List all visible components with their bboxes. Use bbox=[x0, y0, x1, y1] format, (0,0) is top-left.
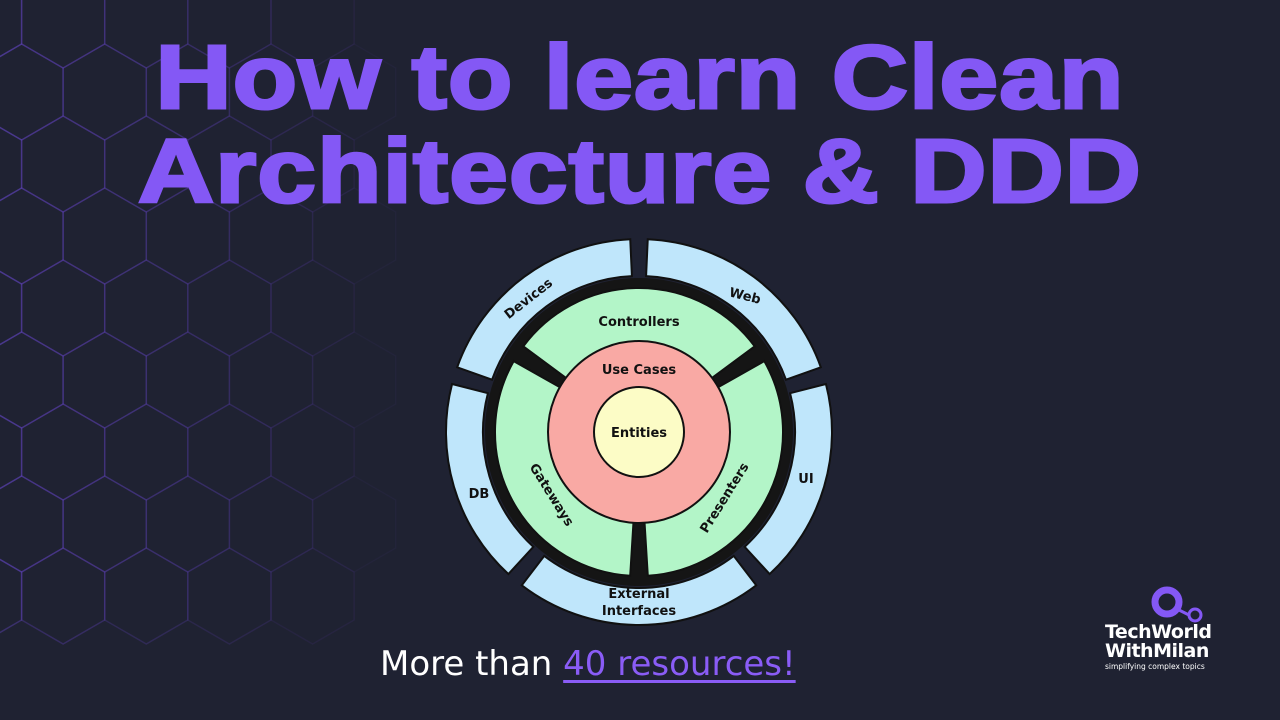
label-entities: Entities bbox=[611, 426, 667, 441]
resources-link[interactable]: 40 resources! bbox=[563, 644, 796, 684]
hexagon-outline bbox=[311, 187, 397, 285]
hexagon-outline bbox=[228, 331, 314, 429]
hexagon-outline bbox=[20, 259, 106, 357]
hexagon-outline bbox=[0, 0, 23, 58]
hexagon-outline bbox=[103, 259, 189, 357]
label-controllers: Controllers bbox=[598, 315, 679, 330]
hexagon-outline bbox=[311, 475, 397, 573]
hexagon-outline bbox=[103, 0, 189, 69]
hexagon-outline bbox=[270, 115, 355, 213]
label-interfaces: Interfaces bbox=[602, 604, 676, 619]
label-db: DB bbox=[469, 487, 490, 502]
hexagon-outline bbox=[103, 403, 189, 501]
segment-web bbox=[645, 238, 823, 381]
hexagon-outline bbox=[62, 187, 148, 285]
hexagon-outline bbox=[228, 43, 314, 141]
logo-line-1: TechWorld bbox=[1105, 621, 1212, 643]
segment-ui bbox=[743, 382, 833, 576]
hexagon-outline bbox=[0, 558, 23, 634]
hexagon-outline bbox=[270, 0, 355, 69]
hexagon-outline bbox=[103, 547, 189, 645]
hexagon-outline bbox=[0, 126, 23, 202]
hexagon-outline bbox=[270, 403, 355, 501]
hexagon-outline bbox=[0, 414, 23, 490]
hexagon-outline bbox=[145, 331, 231, 429]
hexagon-outline bbox=[0, 475, 64, 573]
hexagon-outline bbox=[187, 403, 272, 501]
hexagon-outline bbox=[62, 475, 148, 573]
hexagon-outline bbox=[0, 187, 64, 285]
hexagon-outline bbox=[270, 259, 355, 357]
entities-circle bbox=[593, 386, 685, 478]
hexagon-outline bbox=[103, 115, 189, 213]
logo-line-2: WithMilan bbox=[1105, 640, 1209, 662]
hexagon-outline bbox=[20, 0, 106, 69]
label-ui: UI bbox=[798, 472, 813, 487]
hexagon-outline bbox=[20, 115, 106, 213]
hexagon-outline bbox=[187, 259, 272, 357]
hexagon-outline bbox=[187, 547, 272, 645]
hexagon-outline bbox=[62, 331, 148, 429]
logo-tagline: simplifying complex topics bbox=[1105, 662, 1205, 671]
hexagon-outline bbox=[0, 270, 23, 346]
hexagon-outline bbox=[145, 43, 231, 141]
hexagon-outline bbox=[187, 115, 272, 213]
hexagon-outline bbox=[145, 475, 231, 573]
hexagon-outline bbox=[20, 547, 106, 645]
segment-devices bbox=[455, 238, 633, 381]
hexagon-outline bbox=[20, 403, 106, 501]
hexagon-outline bbox=[311, 43, 397, 141]
title-line-2: Architecture & DDD bbox=[136, 121, 1143, 224]
hexagon-outline bbox=[0, 331, 64, 429]
hexagon-outline bbox=[228, 475, 314, 573]
hexagon-outline bbox=[145, 187, 231, 285]
hexagon-outline bbox=[270, 547, 355, 645]
title-line-1: How to learn Clean bbox=[154, 27, 1125, 130]
hexagon-outline bbox=[0, 43, 64, 141]
label-external: External bbox=[608, 587, 669, 602]
hexagon-outline bbox=[187, 0, 272, 69]
segment-external-interfaces bbox=[520, 554, 758, 626]
label-use-cases: Use Cases bbox=[602, 363, 677, 378]
hexagon-outline bbox=[311, 331, 397, 429]
segment-db bbox=[445, 382, 535, 576]
footer-text: More than 40 resources! bbox=[380, 644, 796, 684]
hexagon-outline bbox=[62, 43, 148, 141]
logo: TechWorld WithMilan simplifying complex … bbox=[1105, 585, 1240, 671]
footer-prefix: More than bbox=[380, 644, 564, 684]
hexagon-outline bbox=[228, 187, 314, 285]
logo-mark-icon bbox=[1151, 586, 1203, 623]
